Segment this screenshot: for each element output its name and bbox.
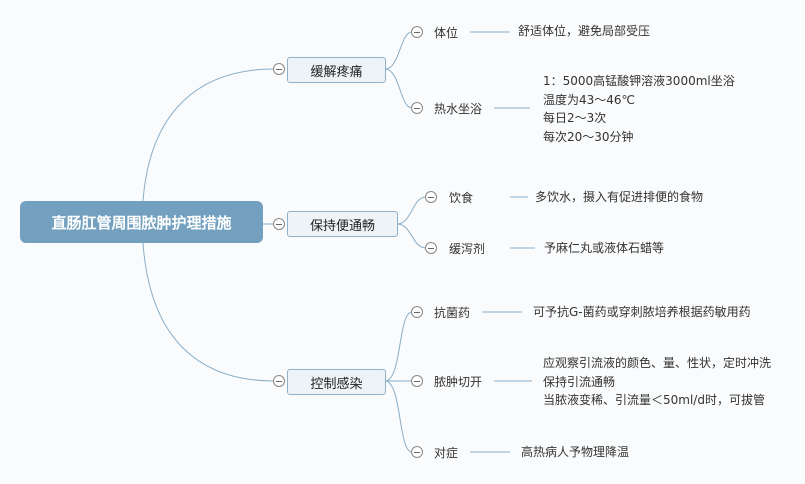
collapse-toggle-icon[interactable]: [411, 375, 423, 387]
topic-symptomatic[interactable]: 对症: [434, 446, 459, 460]
collapse-toggle-icon[interactable]: [425, 191, 437, 203]
topic-laxative[interactable]: 缓泻剂: [449, 242, 486, 256]
collapse-toggle-icon[interactable]: [273, 63, 285, 75]
detail-text: 可予抗G-菌药或穿刺脓培养根据药敏用药: [533, 305, 751, 319]
detail-text: 舒适体位，避免局部受压: [518, 24, 651, 38]
collapse-toggle-icon[interactable]: [411, 446, 423, 458]
collapse-toggle-icon[interactable]: [273, 218, 285, 230]
collapse-toggle-icon[interactable]: [411, 306, 423, 318]
branch-pain-relief[interactable]: 缓解疼痛: [287, 57, 386, 83]
detail-text: 应观察引流液的颜色、量、性状，定时冲洗保持引流通畅当脓液变稀、引流量＜50ml/…: [543, 356, 772, 407]
topic-incision[interactable]: 脓肿切开: [434, 375, 483, 389]
collapse-toggle-icon[interactable]: [425, 242, 437, 254]
detail-text: 高热病人予物理降温: [521, 445, 630, 459]
branch-infection[interactable]: 控制感染: [287, 369, 386, 395]
topic-antibiotic[interactable]: 抗菌药: [434, 306, 471, 320]
topic-sitz-bath[interactable]: 热水坐浴: [434, 102, 483, 116]
topic-diet[interactable]: 饮食: [449, 191, 474, 205]
branch-bowel[interactable]: 保持便通畅: [287, 211, 398, 237]
collapse-toggle-icon[interactable]: [411, 26, 423, 38]
detail-text: 多饮水，摄入有促进排便的食物: [535, 190, 704, 204]
collapse-toggle-icon[interactable]: [273, 375, 285, 387]
detail-text: 予麻仁丸或液体石蜡等: [544, 241, 665, 255]
topic-position[interactable]: 体位: [434, 26, 459, 40]
root-topic[interactable]: 直肠肛管周围脓肿护理措施: [20, 201, 263, 243]
collapse-toggle-icon[interactable]: [411, 102, 423, 114]
